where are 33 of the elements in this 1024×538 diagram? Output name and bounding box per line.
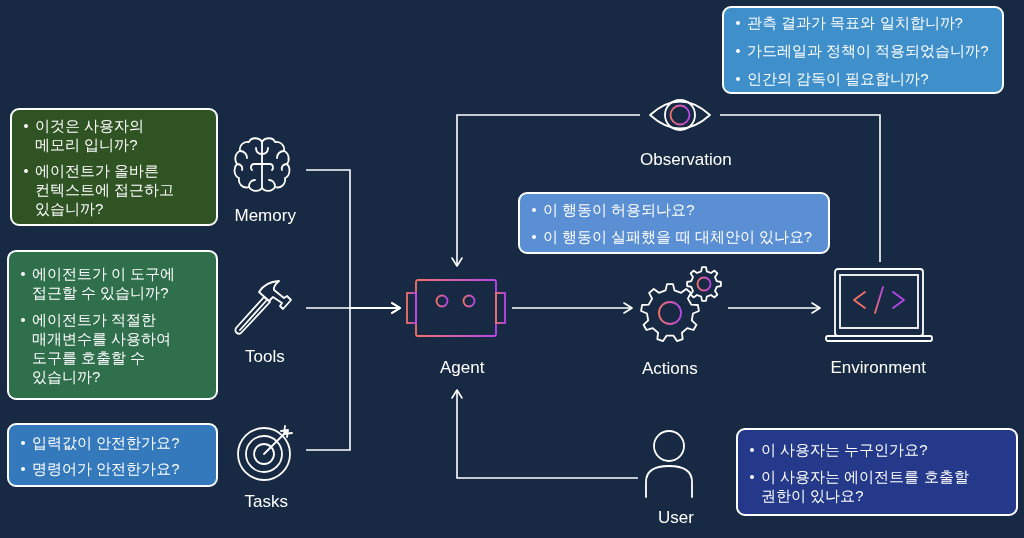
icon-label: Agent <box>440 357 485 378</box>
arrow <box>727 302 821 314</box>
icon-label: Actions <box>642 358 698 379</box>
bullet-text: 이 사용자는 에이전트를 호출할 권한이 있나요? <box>761 466 970 505</box>
icon-label: Tasks <box>244 491 288 512</box>
callout-box <box>518 192 830 254</box>
icon-label: User <box>658 507 694 528</box>
icon-label: Memory <box>234 205 296 226</box>
bullet-text: 명령어가 안전한가요? <box>32 458 180 478</box>
icon-label: Tools <box>245 346 285 367</box>
connector-line <box>719 114 881 263</box>
bullet-text: 이 사용자는 누구인가요? <box>761 439 928 459</box>
arrow <box>511 302 633 314</box>
bullet-text: 이것은 사용자의 메모리 입니까? <box>35 116 146 154</box>
arrow <box>451 389 639 479</box>
bullet-text: 이 행동이 허용되나요? <box>543 200 695 219</box>
bullet-text: 관측 결과가 목표와 일치합니까? <box>747 12 963 32</box>
bullet-text: 이 행동이 실패했을 때 대체안이 있나요? <box>543 227 813 246</box>
bullet-text: 에이전트가 올바른 컨텍스트에 접근하고 있습니까? <box>35 161 176 218</box>
bullet-text: 가드레일과 정책이 적용되었습니까? <box>747 40 989 60</box>
callout-box <box>736 428 1018 516</box>
callout-box <box>7 423 218 487</box>
arrow <box>451 114 641 267</box>
icon-label: Environment <box>830 357 926 378</box>
bullet-text: 에이전트가 이 도구에 접근할 수 있습니까? <box>32 264 177 302</box>
icon-label: Observation <box>640 149 732 170</box>
arrow <box>305 302 401 451</box>
callout-box <box>7 250 218 400</box>
callout-box <box>722 6 1004 94</box>
bullet-text: 입력값이 안전한가요? <box>32 432 180 452</box>
bullet-text: 인간의 감독이 필요합니까? <box>747 68 929 88</box>
bullet-text: 에이전트가 적절한 매개변수를 사용하여 도구를 호출할 수 있습니까? <box>32 310 173 386</box>
callout-box <box>10 108 218 226</box>
